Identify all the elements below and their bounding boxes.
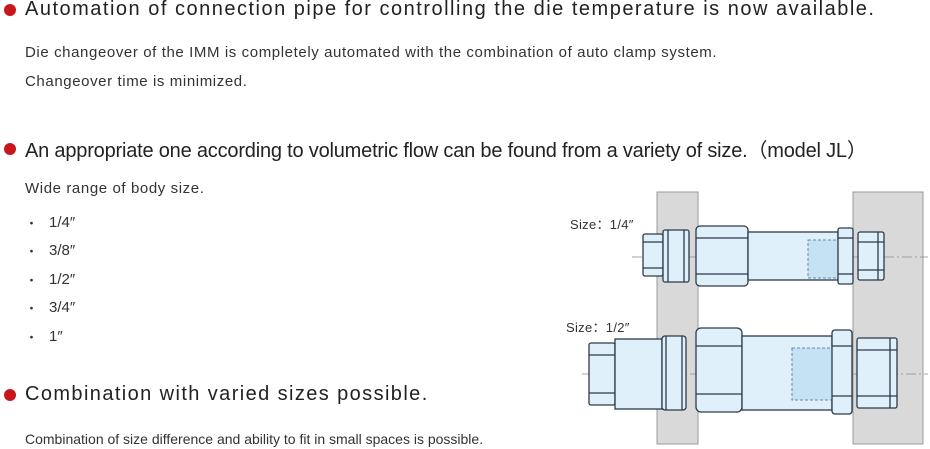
size-value: 1/4″ xyxy=(49,213,76,231)
size-list-item: ・ 1/2″ xyxy=(25,265,75,294)
size-list-item: ・ 1″ xyxy=(25,322,75,351)
size-value: 3/8″ xyxy=(49,242,76,260)
size-list-item: ・ 3/4″ xyxy=(25,294,75,323)
coupler-large xyxy=(588,327,898,415)
size-list-item: ・ 1/4″ xyxy=(25,208,75,237)
size-value: 3/4″ xyxy=(49,299,76,317)
list-dot: ・ xyxy=(25,244,39,260)
list-dot: ・ xyxy=(25,301,39,317)
coupler-diagram xyxy=(582,191,928,445)
size-list: ・ 1/4″ ・ 3/8″ ・ 1/2″ ・ 3/4″ ・ 1″ xyxy=(25,208,75,351)
paragraph-line: Changeover time is minimized. xyxy=(25,73,248,90)
heading-text: Automation of connection pipe for contro… xyxy=(25,0,876,20)
size-value: 1″ xyxy=(49,327,63,345)
section-heading-combination: Combination with varied sizes possible. xyxy=(0,383,429,406)
size-value: 1/2″ xyxy=(49,270,76,288)
size-list-item: ・ 3/8″ xyxy=(25,237,75,266)
red-bullet-icon xyxy=(4,388,16,401)
red-bullet-icon xyxy=(4,3,16,16)
paragraph-line: Combination of size difference and abili… xyxy=(25,431,484,447)
sizes-intro: Wide range of body size. xyxy=(25,180,205,197)
section-heading-sizes: An appropriate one according to volumetr… xyxy=(0,134,867,163)
red-bullet-icon xyxy=(4,142,16,155)
list-dot: ・ xyxy=(25,329,39,345)
heading-text: Combination with varied sizes possible. xyxy=(25,383,429,405)
section-heading-automation: Automation of connection pipe for contro… xyxy=(0,0,876,21)
size-label-large: Size：1/2″ xyxy=(566,320,630,335)
list-dot: ・ xyxy=(25,272,39,288)
paragraph-line: Die changeover of the IMM is completely … xyxy=(25,44,718,61)
coupler-small xyxy=(642,225,885,287)
list-dot: ・ xyxy=(25,215,39,231)
heading-text: An appropriate one according to volumetr… xyxy=(25,140,867,162)
size-label-small: Size：1/4″ xyxy=(570,217,634,232)
